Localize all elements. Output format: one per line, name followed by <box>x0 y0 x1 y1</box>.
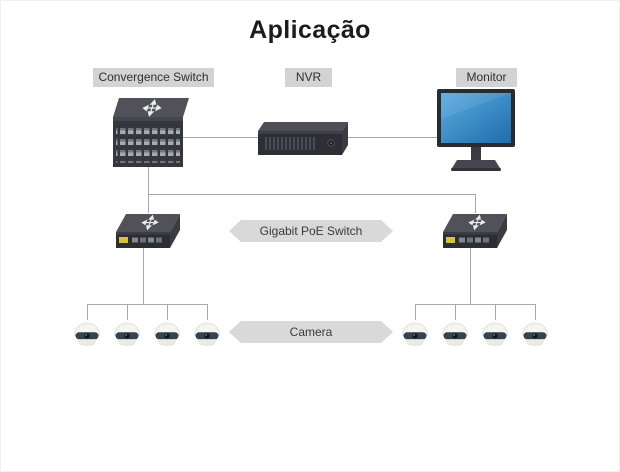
dome-camera-icon <box>519 319 551 347</box>
connector-line <box>127 304 128 320</box>
connector-line <box>470 248 471 304</box>
label-monitor: Monitor <box>456 68 517 87</box>
connector-line <box>455 304 456 320</box>
poe-switch-right-device <box>441 206 509 253</box>
label-convergence-switch: Convergence Switch <box>93 68 214 87</box>
dome-camera-icon <box>479 319 511 347</box>
banner-gigabit-poe-switch: Gigabit PoE Switch <box>229 220 393 242</box>
connector-line <box>475 194 476 213</box>
diagram-title: Aplicação <box>249 16 371 44</box>
dome-camera-icon <box>439 319 471 347</box>
poe-switch-left-device <box>114 206 182 253</box>
monitor-device <box>437 89 517 181</box>
dome-camera-icon <box>191 319 223 347</box>
dome-camera-icon <box>111 319 143 347</box>
connector-line <box>87 304 88 320</box>
banner-camera: Camera <box>229 321 393 343</box>
connector-line <box>415 304 416 320</box>
connector-line <box>143 248 144 304</box>
connector-line <box>207 304 208 320</box>
connector-line <box>535 304 536 320</box>
connector-line <box>148 194 476 195</box>
dome-camera-icon <box>399 319 431 347</box>
nvr-device <box>256 115 350 159</box>
connector-line <box>415 304 536 305</box>
dome-camera-icon <box>151 319 183 347</box>
dome-camera-icon <box>71 319 103 347</box>
connector-line <box>167 304 168 320</box>
connector-line <box>87 304 208 305</box>
connector-line <box>148 166 149 213</box>
connector-line <box>495 304 496 320</box>
label-nvr: NVR <box>285 68 332 87</box>
convergence-switch-device <box>111 93 191 169</box>
